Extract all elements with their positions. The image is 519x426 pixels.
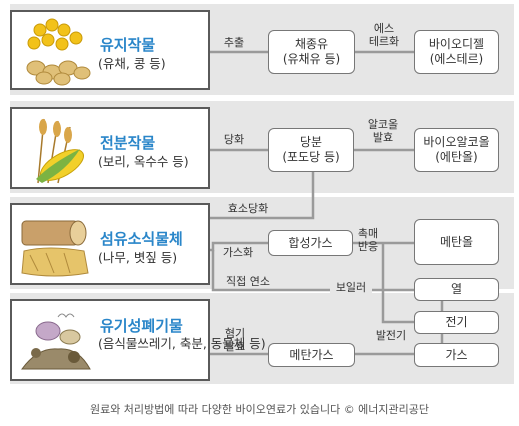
label-direct-combustion: 직접 연소	[226, 275, 270, 288]
source-title: 전분작물	[100, 134, 156, 152]
label-catalytic-reaction: 촉매 반응	[357, 227, 379, 253]
source-subtitle: (음식물쓰레기, 축분, 동물체 등)	[98, 336, 266, 351]
oil-crops-illustration	[26, 18, 91, 86]
source-subtitle: (유채, 콩 등)	[98, 56, 166, 71]
label-generator: 발전기	[375, 329, 407, 342]
source-cellulose-plants: 섬유소식물체 (나무, 볏짚 등)	[10, 203, 210, 285]
box-sugar: 당분 (포도당 등)	[268, 128, 354, 172]
source-oil-crops: 유지작물 (유채, 콩 등)	[10, 10, 210, 90]
label-alcohol-fermentation: 알코올 발효	[367, 118, 399, 144]
organic-waste-illustration	[21, 313, 91, 370]
label-anaerobic-digestion: 혐기 발효	[224, 327, 246, 353]
source-title: 유지작물	[100, 36, 156, 54]
source-title: 유기성폐기물	[100, 317, 183, 335]
box-electricity: 전기	[414, 311, 499, 334]
box-methane-gas: 메탄가스	[268, 343, 355, 367]
figure-caption: 원료와 처리방법에 따라 다양한 바이오연료가 있습니다 © 에너지관리공단	[89, 403, 430, 416]
source-subtitle: (보리, 옥수수 등)	[98, 154, 189, 169]
box-biodiesel: 바이오디젤 (에스테르)	[414, 30, 499, 74]
box-rapeseed-oil: 채종유 (유채유 등)	[268, 30, 355, 74]
label-enzymatic-saccharification: 효소당화	[227, 202, 269, 215]
box-methanol: 메탄올	[414, 219, 499, 265]
source-subtitle: (나무, 볏짚 등)	[98, 250, 178, 265]
starch-crops-illustration	[36, 118, 84, 184]
box-gas: 가스	[414, 343, 499, 367]
source-starch-crops: 전분작물 (보리, 옥수수 등)	[10, 107, 210, 189]
source-organic-waste: 유기성폐기물 (음식물쓰레기, 축분, 동물체 등)	[10, 299, 266, 381]
box-syngas: 합성가스	[268, 230, 353, 256]
label-boiler: 보일러	[330, 281, 372, 294]
source-title: 섬유소식물체	[100, 230, 183, 248]
label-extraction: 추출	[223, 36, 245, 49]
cellulose-illustration	[21, 220, 89, 277]
label-gasification: 가스화	[222, 246, 254, 259]
box-bioethanol: 바이오알코올 (에탄올)	[414, 128, 499, 172]
label-saccharification: 당화	[223, 133, 245, 146]
label-esterification: 에스 테르화	[368, 22, 400, 48]
box-heat: 열	[414, 278, 499, 301]
